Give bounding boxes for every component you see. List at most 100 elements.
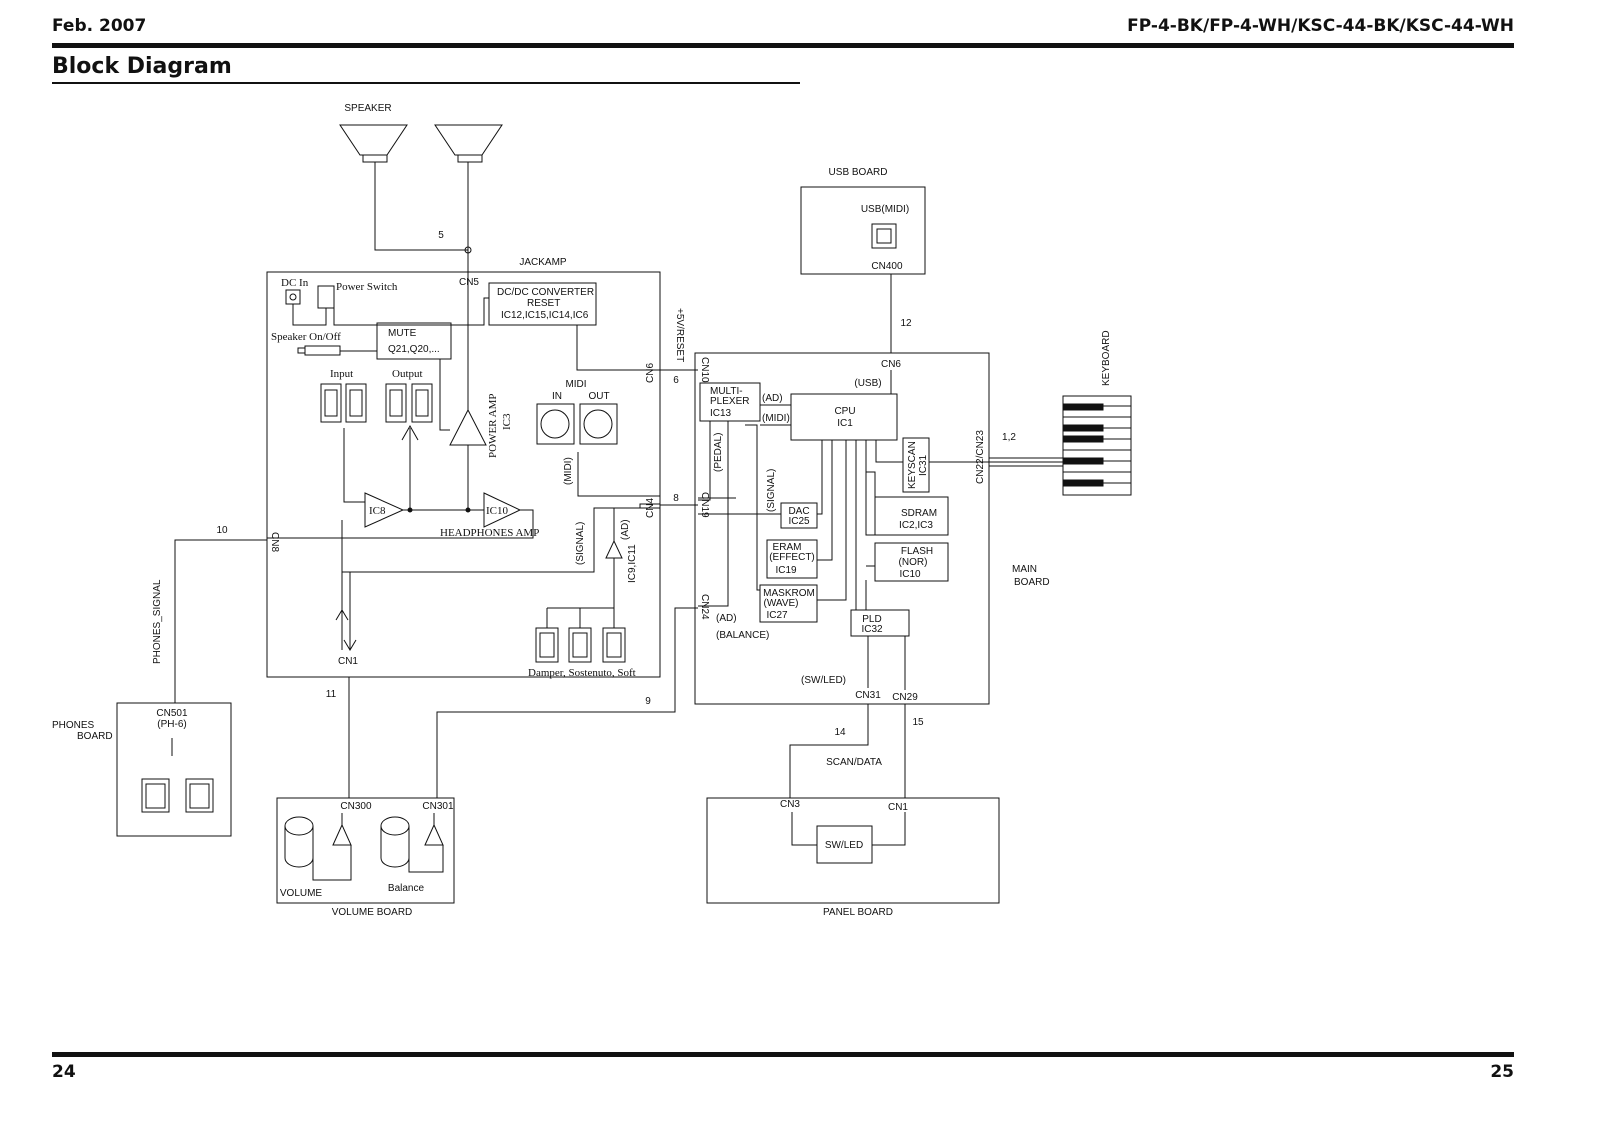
keyscan-block bbox=[902, 437, 930, 493]
svg-text:(WAVE): (WAVE) bbox=[764, 598, 799, 609]
svg-text:(PH-6): (PH-6) bbox=[157, 719, 186, 730]
svg-text:CN501: CN501 bbox=[156, 708, 188, 719]
svg-text:KEYSCAN: KEYSCAN bbox=[907, 441, 918, 489]
dcdc-block bbox=[488, 282, 597, 326]
svg-text:+5V/RESET: +5V/RESET bbox=[674, 308, 685, 362]
svg-text:MUTE: MUTE bbox=[388, 328, 417, 339]
svg-text:HEADPHONES AMP: HEADPHONES AMP bbox=[440, 527, 539, 539]
svg-text:ERAM: ERAM bbox=[773, 542, 802, 553]
page-number-right: 25 bbox=[1490, 1062, 1514, 1082]
svg-text:USB BOARD: USB BOARD bbox=[829, 167, 888, 178]
svg-text:IC13: IC13 bbox=[710, 408, 732, 419]
svg-text:PANEL BOARD: PANEL BOARD bbox=[823, 907, 893, 918]
svg-text:6: 6 bbox=[673, 375, 679, 386]
multiplexer-block bbox=[699, 382, 761, 422]
svg-text:IC27: IC27 bbox=[766, 610, 788, 621]
svg-text:(EFFECT): (EFFECT) bbox=[769, 552, 815, 563]
svg-text:IC19: IC19 bbox=[775, 565, 797, 576]
svg-text:CN29: CN29 bbox=[892, 692, 918, 703]
svg-text:SCAN/DATA: SCAN/DATA bbox=[826, 757, 882, 768]
dc-in-label: DC In bbox=[281, 277, 309, 289]
svg-text:IC9,IC11: IC9,IC11 bbox=[627, 544, 638, 583]
footer-rule bbox=[52, 1052, 1514, 1057]
svg-text:IC10: IC10 bbox=[899, 569, 921, 580]
jackamp-label: JACKAMP bbox=[519, 257, 567, 268]
svg-text:IC31: IC31 bbox=[918, 454, 929, 476]
svg-text:CN400: CN400 bbox=[871, 261, 903, 272]
title-rule bbox=[52, 82, 800, 84]
header-rule bbox=[52, 43, 1514, 48]
svg-text:14: 14 bbox=[834, 727, 846, 738]
svg-text:IC8: IC8 bbox=[369, 505, 386, 517]
main-board: MAIN BOARD CN6 (USB) CN10 CN19 CN24 CN22… bbox=[694, 352, 1050, 705]
svg-text:PLEXER: PLEXER bbox=[710, 396, 749, 407]
svg-text:Q21,Q20,...: Q21,Q20,... bbox=[388, 344, 440, 355]
svg-text:POWER AMP: POWER AMP bbox=[487, 394, 499, 459]
svg-text:CN19: CN19 bbox=[699, 492, 710, 518]
svg-text:PLD: PLD bbox=[862, 614, 881, 625]
flash-block bbox=[874, 542, 949, 582]
svg-text:CN6: CN6 bbox=[881, 359, 901, 370]
volume-board: 11 CN300 CN301 VOLUME Balance VOLUME BOA… bbox=[276, 677, 455, 918]
svg-text:CN1: CN1 bbox=[888, 802, 908, 813]
svg-text:FLASH: FLASH bbox=[901, 546, 933, 557]
svg-text:IC2,IC3: IC2,IC3 bbox=[899, 520, 933, 531]
svg-text:CN1: CN1 bbox=[338, 656, 358, 667]
svg-text:RESET: RESET bbox=[527, 298, 560, 309]
svg-text:11: 11 bbox=[326, 689, 337, 700]
svg-text:SW/LED: SW/LED bbox=[825, 840, 863, 851]
svg-text:CN301: CN301 bbox=[422, 801, 454, 812]
svg-text:CN31: CN31 bbox=[855, 690, 881, 701]
mute-block bbox=[376, 322, 452, 360]
svg-text:15: 15 bbox=[912, 717, 924, 728]
speaker-onoff-label: Speaker On/Off bbox=[271, 331, 341, 343]
svg-text:MIDI: MIDI bbox=[565, 379, 586, 390]
svg-text:SDRAM: SDRAM bbox=[901, 508, 937, 519]
page-title: Block Diagram bbox=[52, 54, 232, 79]
maskrom-block bbox=[759, 584, 818, 623]
svg-text:Input: Input bbox=[330, 368, 353, 380]
speaker-group: SPEAKER 5 bbox=[339, 103, 503, 270]
svg-text:IN: IN bbox=[552, 391, 562, 402]
sdram-block bbox=[874, 496, 949, 536]
svg-text:(NOR): (NOR) bbox=[899, 557, 928, 568]
svg-text:(SW/LED): (SW/LED) bbox=[801, 675, 846, 686]
svg-text:BOARD: BOARD bbox=[77, 731, 113, 742]
svg-text:IC25: IC25 bbox=[788, 516, 810, 527]
svg-text:IC10: IC10 bbox=[486, 505, 509, 517]
svg-text:PHONES_SIGNAL: PHONES_SIGNAL bbox=[152, 579, 163, 664]
svg-text:IC3: IC3 bbox=[501, 413, 513, 430]
svg-text:CN10: CN10 bbox=[699, 357, 710, 383]
keyboard-group: KEYBOARD 1,2 bbox=[989, 330, 1132, 496]
svg-text:Output: Output bbox=[392, 368, 423, 380]
usb-board: USB BOARD USB(MIDI) CN400 12 bbox=[800, 167, 926, 353]
svg-text:(USB): (USB) bbox=[854, 378, 881, 389]
power-switch-label: Power Switch bbox=[336, 281, 398, 293]
svg-text:12: 12 bbox=[900, 318, 912, 329]
svg-text:CN22/CN23: CN22/CN23 bbox=[975, 430, 986, 484]
eram-block bbox=[766, 539, 818, 579]
svg-text:(AD): (AD) bbox=[762, 393, 783, 404]
svg-text:CN6: CN6 bbox=[645, 363, 656, 383]
speaker-wire-count: 5 bbox=[438, 230, 444, 241]
svg-text:Balance: Balance bbox=[388, 883, 425, 894]
svg-text:CN24: CN24 bbox=[699, 594, 710, 620]
svg-text:VOLUME BOARD: VOLUME BOARD bbox=[332, 907, 413, 918]
svg-text:10: 10 bbox=[216, 525, 228, 536]
svg-text:9: 9 bbox=[645, 696, 651, 707]
svg-text:(PEDAL): (PEDAL) bbox=[713, 433, 724, 472]
panel-board: 14 15 SCAN/DATA CN3 CN1 SW/LED PANEL BOA… bbox=[706, 704, 1000, 918]
svg-text:(SIGNAL): (SIGNAL) bbox=[575, 522, 586, 565]
svg-text:1,2: 1,2 bbox=[1002, 432, 1016, 443]
header-date: Feb. 2007 bbox=[52, 16, 147, 36]
svg-text:(AD): (AD) bbox=[620, 519, 631, 540]
header-models: FP-4-BK/FP-4-WH/KSC-44-BK/KSC-44-WH bbox=[1127, 16, 1514, 36]
page-number-left: 24 bbox=[52, 1062, 76, 1082]
svg-text:KEYBOARD: KEYBOARD bbox=[1101, 330, 1112, 386]
svg-text:(BALANCE): (BALANCE) bbox=[716, 630, 769, 641]
svg-text:(MIDI): (MIDI) bbox=[762, 413, 790, 424]
svg-text:BOARD: BOARD bbox=[1014, 577, 1050, 588]
svg-text:VOLUME: VOLUME bbox=[280, 888, 323, 899]
svg-text:MAIN: MAIN bbox=[1012, 564, 1037, 575]
